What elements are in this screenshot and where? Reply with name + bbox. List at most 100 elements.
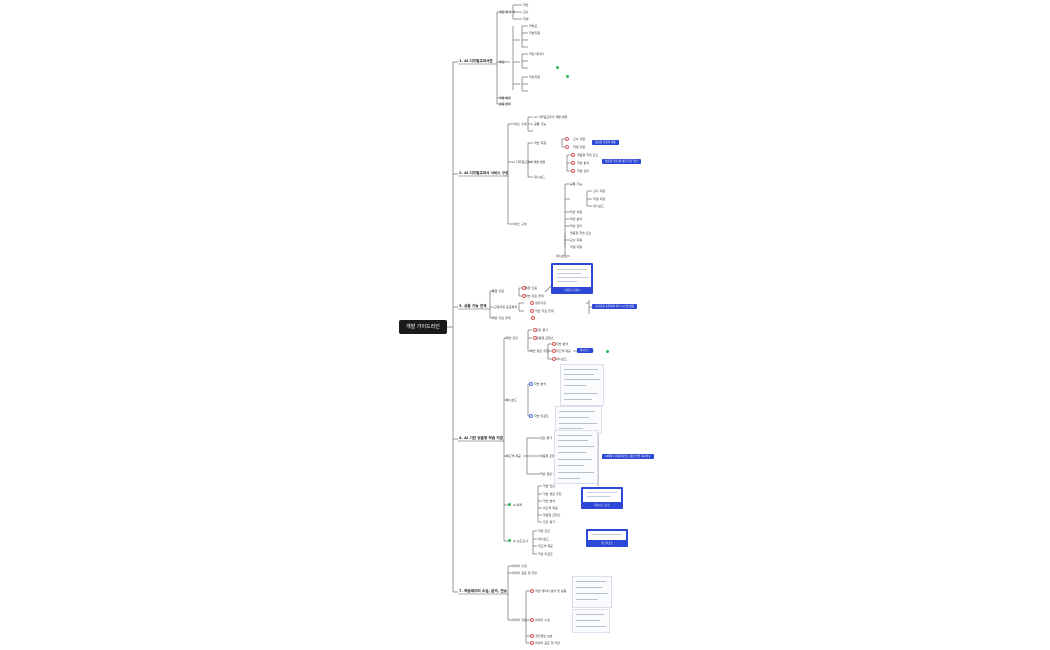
screenshot-thumbnail[interactable] [560, 364, 604, 406]
screenshot-thumbnail[interactable] [572, 609, 610, 633]
node-label[interactable]: 통합 인증 [525, 286, 537, 290]
node-label[interactable]: 학습 경로 추천 [543, 492, 562, 496]
node-label[interactable]: 학생 지원 [573, 145, 585, 149]
node-label[interactable]: 학습 진단 [506, 336, 518, 340]
tag-callout[interactable]: 맞춤형 학습 에 대한 주요 학습 [602, 159, 641, 164]
node-label[interactable]: 학습 분석 [543, 499, 555, 503]
node-label[interactable]: 학생 지원 [593, 197, 605, 201]
node-label[interactable]: 학습 분석 [556, 342, 568, 346]
node-label[interactable]: 학습 분석 [534, 382, 546, 386]
marker-icon [522, 286, 527, 291]
tag-callout[interactable]: 교육과정 표준체계 관리 시스템 활용 [592, 304, 638, 309]
marker-icon [552, 342, 557, 347]
node-label[interactable]: 맞춤형 학습 요소 [570, 231, 592, 235]
status-dot [566, 75, 569, 78]
node-label[interactable]: 특징 [499, 60, 505, 64]
node-label[interactable]: 진단 평가 [540, 436, 552, 440]
node-label[interactable]: 학습 진단 [543, 484, 555, 488]
node-label[interactable]: 학습 자료 연계 [535, 309, 554, 313]
node-label[interactable]: 학습 경로 추천 [530, 349, 549, 353]
node-label[interactable]: 대시보드 [556, 254, 568, 258]
node-label[interactable]: 학습 [523, 3, 529, 7]
marker-icon [565, 145, 570, 150]
marker-icon [533, 328, 538, 333]
node-label[interactable]: 통합 인증 [492, 289, 504, 293]
preview-card[interactable]: 디지털 교과서 [551, 263, 593, 294]
node-label[interactable]: 데이터 표준 및 저장 [512, 571, 537, 575]
node-label[interactable]: 학습 관리 [570, 224, 582, 228]
node-label[interactable]: 데이터 수집 [512, 564, 527, 568]
node-label[interactable]: 대시보드 [506, 398, 518, 402]
node-label[interactable]: 진단 평가 [543, 520, 555, 524]
section-2-label[interactable]: 2. AI 디지털교과서 서비스 구성 [459, 171, 509, 175]
node-label[interactable]: 진단 평가 [536, 328, 548, 332]
node-label[interactable]: 교사 지원 [573, 137, 585, 141]
node-label[interactable]: 대시보드 [556, 357, 568, 361]
node-label[interactable]: 학습 경로 추천 [540, 472, 559, 476]
preview-card[interactable]: 학습리포트 [586, 529, 628, 547]
node-label[interactable]: 데이터 전송 [512, 618, 527, 622]
marker-icon [530, 634, 535, 639]
screenshot-thumbnail[interactable] [572, 576, 612, 608]
node-label[interactable]: 학습지원 [529, 31, 541, 35]
node-label[interactable]: 서비스 구성 [512, 122, 527, 126]
node-label[interactable]: 개발 방향 [499, 96, 511, 100]
section-4-label[interactable]: 4. AI 기반 맞춤형 학습 지원 [459, 436, 503, 440]
node-label[interactable]: 학습 데이터 [529, 52, 544, 56]
node-label[interactable]: 공통 기능 [570, 182, 582, 186]
node-label[interactable]: 학습 리포트 [534, 414, 549, 418]
node-label[interactable]: AI 보조교사 [513, 539, 528, 543]
node-label[interactable]: 학습 지원 [534, 141, 546, 145]
node-label[interactable]: 교사 [523, 10, 529, 14]
node-label[interactable]: 맞춤형 학습 요소 [577, 153, 599, 157]
node-label[interactable]: 학습 분석 [577, 161, 589, 165]
node-label[interactable]: 서비스 구성 [512, 222, 527, 226]
marker-icon [522, 294, 527, 299]
node-label[interactable]: 성취기준 [535, 301, 547, 305]
screenshot-thumbnail[interactable] [554, 430, 598, 484]
node-label[interactable]: 대시보드 [534, 175, 546, 179]
node-label[interactable]: 피드백 제공 [543, 506, 558, 510]
node-label[interactable]: 활용 전략 [499, 102, 511, 106]
node-label[interactable]: 학부모 [529, 24, 538, 28]
marker-icon [571, 161, 576, 166]
node-label[interactable]: 교육과정 표준체계 [494, 305, 518, 309]
node-label[interactable]: 학습 자료 연계 [525, 294, 544, 298]
section-3-label[interactable]: 3. 공통 기능 연계 [459, 304, 487, 308]
node-label[interactable]: 학습 데이터 분석 및 활용 [535, 589, 567, 593]
node-label[interactable]: 교사 지원 [593, 189, 605, 193]
node-label[interactable]: 맞춤형 콘텐츠 [536, 336, 554, 340]
node-label[interactable]: 대시보드 [593, 204, 605, 208]
node-label[interactable]: 데이터 수집 [535, 618, 550, 622]
node-label[interactable]: 피드백 제공 [538, 544, 553, 548]
node-label[interactable]: 교사 지원 [570, 238, 582, 242]
node-label[interactable]: 맞춤형 콘텐츠 [543, 513, 561, 517]
node-label[interactable]: 대시보드 [538, 537, 550, 541]
node-label[interactable]: 학습지원 [529, 75, 541, 79]
tag-callout[interactable]: 맞춤형 지원의 예를 [592, 140, 619, 145]
section-7-label[interactable]: 7. 학습데이터 수집, 분석, 전송 [459, 589, 507, 593]
node-label[interactable]: 학습 자료 연계 [492, 316, 511, 320]
node-label[interactable]: AI 튜터 [513, 503, 523, 507]
node-label[interactable]: 개요 및 목적 [499, 10, 515, 14]
node-label[interactable]: AI 디지털교과서 개발 범위 [512, 160, 546, 164]
tag-callout[interactable]: AI에게 이 예문에 맞는 활용 방법 제시필요 [602, 454, 654, 459]
tag-callout[interactable]: 대시보드 [577, 348, 593, 353]
root-node[interactable]: 개발 가이드라인 [399, 320, 447, 334]
node-label[interactable]: 공통 기능 [534, 122, 546, 126]
node-label[interactable]: 데이터 표준 및 저장 [535, 641, 560, 645]
node-label[interactable]: 학생 [523, 17, 529, 21]
preview-card[interactable]: 대시보드 보기 [581, 487, 623, 509]
node-label[interactable]: 학습 지원 [570, 210, 582, 214]
node-label[interactable]: 피드백 제공 [506, 454, 521, 458]
node-label[interactable]: 학생 지원 [570, 245, 582, 249]
node-label[interactable]: 학습 리포트 [538, 552, 553, 556]
node-label[interactable]: 학습 분석 [570, 217, 582, 221]
node-label[interactable]: 맞춤형 콘텐츠 [540, 454, 558, 458]
node-label[interactable]: AI 디지털교과서 개발 범위 [534, 115, 568, 119]
node-label[interactable]: 학습 진단 [538, 529, 550, 533]
section-1-label[interactable]: 1. AI 디지털교과서란 [459, 59, 493, 63]
node-label[interactable]: 개인정보 보호 [535, 634, 553, 638]
node-label[interactable]: 피드백 제공 [556, 349, 571, 353]
node-label[interactable]: 학습 관리 [577, 169, 589, 173]
